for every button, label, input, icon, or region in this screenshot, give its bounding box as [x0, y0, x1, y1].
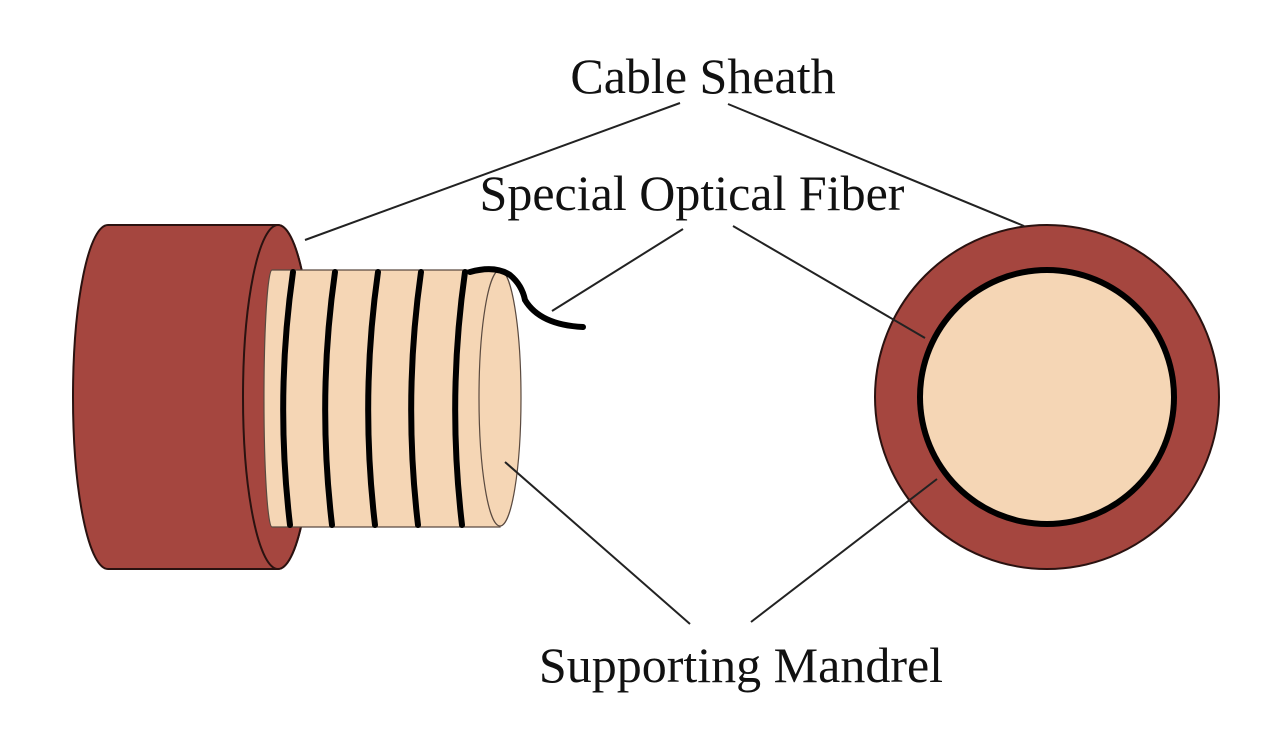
cross-section-view — [874, 224, 1220, 570]
fiber-wrap — [280, 269, 296, 528]
leader-sheath-right — [727, 103, 1025, 227]
fiber-wraps — [280, 266, 586, 528]
cross-section-mandrel — [923, 273, 1171, 521]
label-supporting-mandrel: Supporting Mandrel — [539, 637, 943, 693]
mandrel-cylinder-body — [263, 269, 501, 528]
leader-mandrel-left — [504, 461, 691, 625]
leader-sheath-left — [304, 102, 681, 241]
leader-lines — [304, 102, 1025, 625]
side-view — [72, 224, 586, 570]
leader-fiber-left — [551, 228, 684, 312]
fiber-wrap — [408, 269, 424, 528]
mandrel-end-face — [478, 269, 522, 527]
leader-fiber-right — [732, 225, 926, 339]
fiber-wrap — [322, 269, 338, 528]
leader-mandrel-right — [750, 478, 938, 623]
fiber-wrap — [365, 269, 381, 528]
label-special-optical-fiber: Special Optical Fiber — [480, 165, 905, 221]
fiber-tail — [467, 266, 586, 330]
fiber-wrap — [452, 269, 468, 528]
label-cable-sheath: Cable Sheath — [570, 48, 835, 104]
